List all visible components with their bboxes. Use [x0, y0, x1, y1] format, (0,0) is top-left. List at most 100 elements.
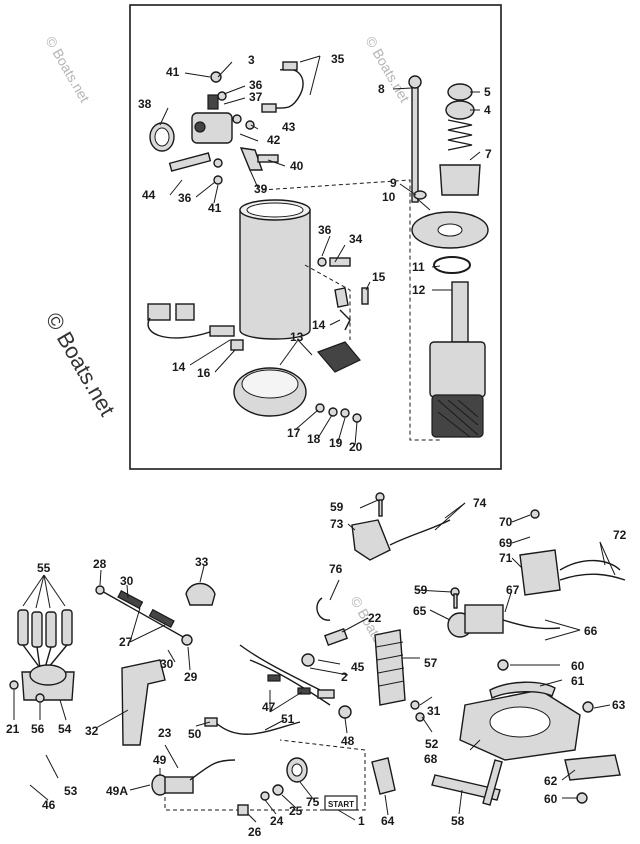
label-74: 74 — [473, 496, 487, 510]
label-36-mid: 36 — [178, 191, 192, 205]
label-48: 48 — [341, 734, 355, 748]
guide-dashed-1 — [261, 179, 440, 441]
label-4: 4 — [484, 103, 491, 117]
label-50: 50 — [188, 727, 202, 741]
label-30-mid: 30 — [160, 657, 174, 671]
ignition-coil-54 — [9, 664, 75, 703]
leader-lines — [13, 55, 616, 823]
clip-76 — [316, 597, 331, 621]
label-18: 18 — [307, 432, 321, 446]
label-14-left: 14 — [172, 360, 186, 374]
label-24: 24 — [270, 814, 284, 828]
wire-50-51 — [204, 717, 301, 735]
label-7: 7 — [485, 147, 492, 161]
end-cap-lower — [233, 257, 369, 423]
brush-holder-assembly — [147, 303, 244, 351]
key-switch-49 — [151, 759, 236, 796]
label-34: 34 — [349, 232, 363, 246]
label-1: 1 — [358, 814, 365, 828]
label-49A: 49A — [106, 784, 128, 798]
label-45: 45 — [351, 660, 365, 674]
label-40: 40 — [290, 159, 304, 173]
label-9: 9 — [390, 176, 397, 190]
label-8: 8 — [378, 82, 385, 96]
label-47: 47 — [262, 700, 276, 714]
throttle-link-30 — [95, 585, 193, 646]
bracket-32 — [121, 659, 166, 746]
label-30-top: 30 — [120, 574, 134, 588]
label-55: 55 — [37, 561, 51, 575]
label-14-right: 14 — [312, 318, 326, 332]
label-10: 10 — [382, 190, 396, 204]
label-37: 37 — [249, 90, 263, 104]
label-54: 54 — [58, 722, 72, 736]
label-65: 65 — [413, 604, 427, 618]
watermark-mid: © Boats.net — [362, 34, 413, 106]
label-31: 31 — [427, 704, 441, 718]
watermark-top: © Boats.net — [42, 34, 93, 106]
label-41-top: 41 — [166, 65, 180, 79]
label-13: 13 — [290, 330, 304, 344]
hardware-24-26 — [237, 784, 284, 816]
label-20: 20 — [349, 440, 363, 454]
stator-68 — [459, 659, 581, 761]
label-5: 5 — [484, 85, 491, 99]
wire-harness-47 — [239, 644, 352, 719]
label-75: 75 — [306, 795, 320, 809]
power-pack-71 — [519, 509, 626, 596]
label-73: 73 — [330, 517, 344, 531]
ignition-coils-55 — [17, 609, 73, 669]
drive-assembly — [408, 75, 489, 274]
timer-base-62 — [564, 701, 621, 804]
label-63: 63 — [612, 698, 626, 712]
label-35: 35 — [331, 52, 345, 66]
label-64: 64 — [381, 814, 395, 828]
label-16: 16 — [197, 366, 211, 380]
label-76: 76 — [329, 562, 343, 576]
dashed-wire-loop — [164, 739, 366, 811]
label-51: 51 — [281, 712, 295, 726]
label-19: 19 — [329, 436, 343, 450]
label-15: 15 — [372, 270, 386, 284]
label-23: 23 — [158, 726, 172, 740]
label-70: 70 — [499, 515, 513, 529]
label-11: 11 — [412, 260, 425, 274]
spacer-58 — [431, 759, 503, 806]
label-46: 46 — [42, 798, 56, 812]
starter-housing — [239, 199, 311, 340]
label-61: 61 — [571, 674, 585, 688]
terminal-block-57 — [374, 629, 425, 722]
watermark-side: © Boats.net — [41, 308, 120, 420]
sensor-assembly-65 — [447, 587, 561, 638]
label-53: 53 — [64, 784, 78, 798]
label-56: 56 — [31, 722, 45, 736]
label-59-mid: 59 — [414, 583, 428, 597]
label-38: 38 — [138, 97, 152, 111]
label-3: 3 — [248, 53, 255, 67]
rectifier-64 — [371, 757, 396, 795]
label-25: 25 — [289, 804, 303, 818]
start-decal-text: START — [328, 800, 354, 809]
label-52: 52 — [425, 737, 439, 751]
connector-22 — [323, 627, 349, 647]
brush-lead-35 — [261, 61, 304, 113]
label-71: 71 — [499, 551, 513, 565]
label-12: 12 — [412, 283, 426, 297]
label-36-top: 36 — [249, 78, 263, 92]
bushing-75 — [286, 757, 308, 783]
label-26: 26 — [248, 825, 262, 839]
label-57: 57 — [424, 656, 438, 670]
starter-frame — [129, 4, 502, 470]
label-41-mid: 41 — [208, 201, 222, 215]
armature — [429, 281, 486, 438]
label-62: 62 — [544, 774, 558, 788]
label-33: 33 — [195, 555, 209, 569]
start-decal-1: START — [324, 795, 358, 811]
label-59-top: 59 — [330, 500, 344, 514]
label-72: 72 — [613, 528, 627, 542]
label-29: 29 — [184, 670, 198, 684]
label-49: 49 — [153, 753, 167, 767]
label-22: 22 — [368, 611, 382, 625]
label-44: 44 — [142, 188, 156, 202]
